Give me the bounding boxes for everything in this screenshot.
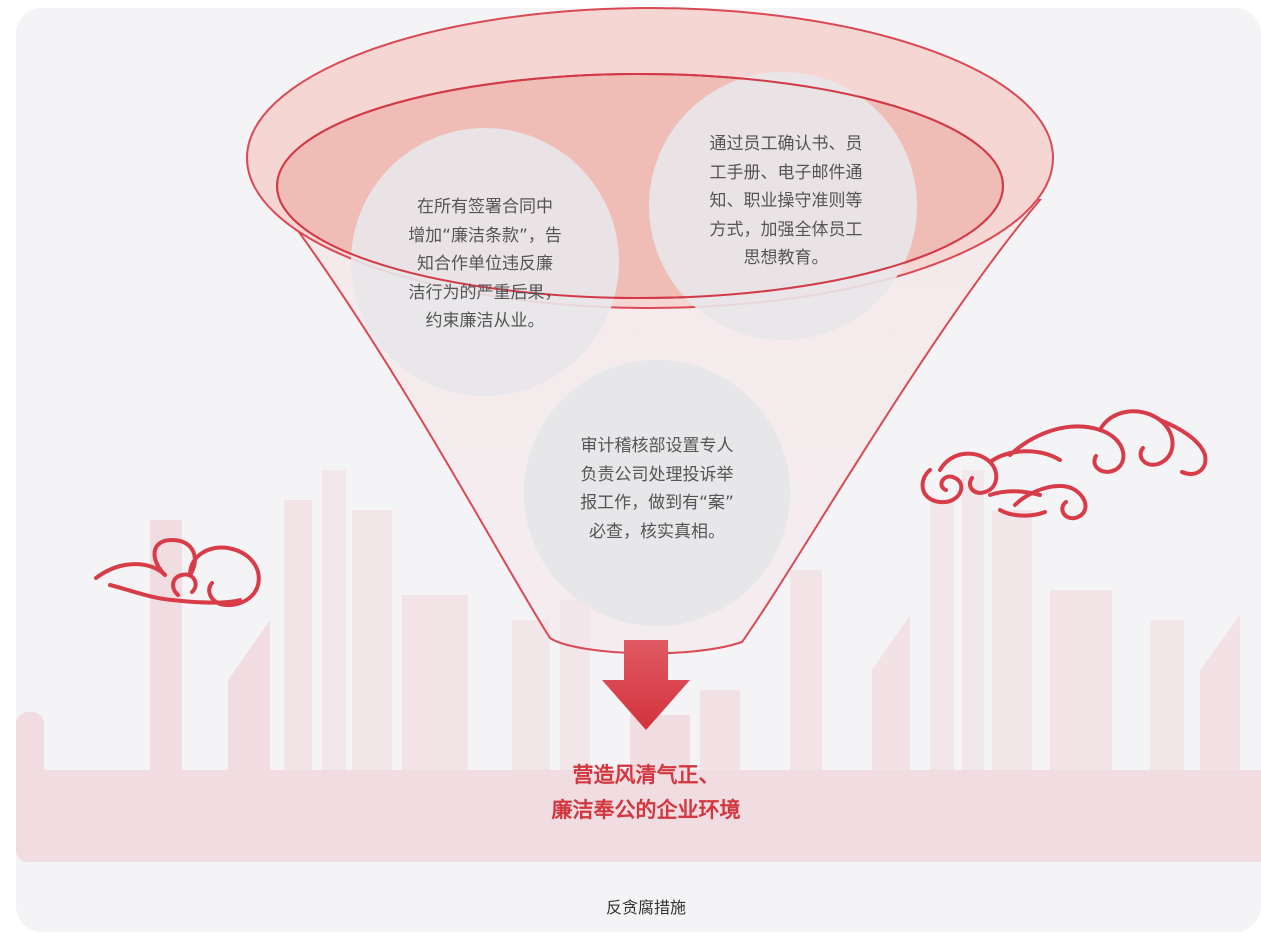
measure-line: 必查，核实真相。 (589, 521, 725, 542)
cloud-ornament-right-icon (920, 409, 1208, 521)
measure-line: 增加“廉洁条款”，告 (408, 225, 562, 246)
measure-text-2: 通过员工确认书、员 工手册、电子邮件通 知、职业操守准则等 方式，加强全体员工 … (676, 130, 896, 273)
measure-line: 约束廉洁从业。 (425, 311, 545, 331)
measure-line: 洁行为的严重后果， (408, 282, 562, 303)
measure-line: 知、职业操守准则等 (709, 191, 863, 211)
measure-line: 在所有签署合同中 (417, 197, 553, 217)
result-line: 营造风清气正、 (572, 763, 720, 787)
figure-caption: 反贪腐措施 (605, 898, 686, 917)
measure-line: 负责公司处理投诉举 (580, 464, 734, 485)
measure-line: 审计稽核部设置专人 (580, 436, 734, 456)
measure-text-3: 审计稽核部设置专人 负责公司处理投诉举 报工作，做到有“案” 必查，核实真相。 (547, 432, 767, 546)
down-arrow-icon (602, 640, 690, 730)
measure-line: 工手册、电子邮件通 (709, 162, 863, 183)
cloud-ornament-left-icon (94, 537, 261, 607)
funnel-rim-line (276, 73, 1004, 299)
result-text: 营造风清气正、 廉洁奉公的企业环境 (440, 758, 852, 828)
measure-line: 报工作，做到有“案” (580, 493, 734, 513)
measure-circle-3 (524, 360, 790, 626)
measure-circle-1 (351, 128, 619, 396)
measure-line: 思想教育。 (743, 248, 829, 268)
measure-line: 方式，加强全体员工 (709, 219, 863, 240)
measure-text-1: 在所有签署合同中 增加“廉洁条款”，告 知合作单位违反廉 洁行为的严重后果， 约… (385, 193, 585, 336)
measure-line: 知合作单位违反廉 (417, 254, 553, 274)
city-skyline (16, 470, 1261, 862)
measure-line: 通过员工确认书、员 (709, 134, 863, 154)
measure-circle-2 (649, 72, 917, 340)
result-line: 廉洁奉公的企业环境 (551, 798, 741, 822)
